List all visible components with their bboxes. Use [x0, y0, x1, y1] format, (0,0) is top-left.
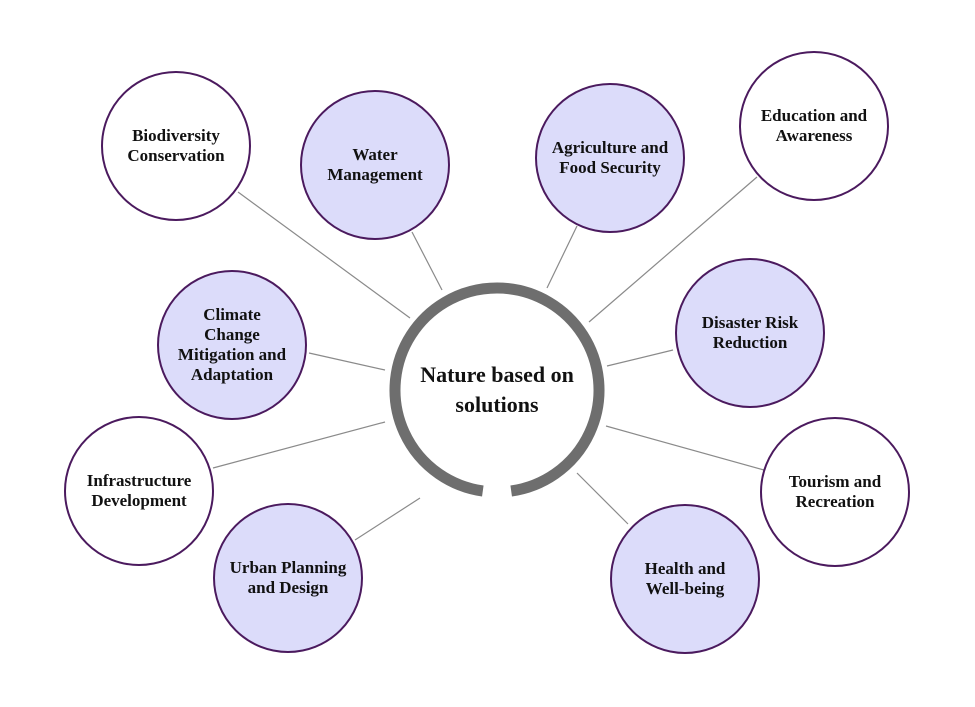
- connector-urban-planning-and-design: [354, 497, 421, 541]
- node-label-line: Water: [352, 145, 398, 164]
- node-circle: [535, 83, 685, 233]
- node-label-line: Mitigation and: [178, 345, 287, 364]
- node-label-line: Recreation: [796, 492, 876, 511]
- node-label-line: Adaptation: [191, 365, 274, 384]
- node-circle: [739, 51, 889, 201]
- connectors: [212, 176, 765, 541]
- node-label-line: Climate: [203, 305, 261, 324]
- node-circle: [101, 71, 251, 221]
- connector-biodiversity-conservation: [237, 191, 411, 319]
- node-label-line: Food Security: [559, 158, 661, 177]
- center-label-line: Nature based on: [420, 362, 574, 387]
- node-circle: [675, 258, 825, 408]
- center-hub: Nature based on solutions: [389, 282, 605, 497]
- connector-tourism-and-recreation: [605, 425, 765, 471]
- node-label-line: Conservation: [127, 146, 225, 165]
- node-circle: [64, 416, 214, 566]
- node-label-line: Change: [204, 325, 260, 344]
- connector-water-management: [411, 231, 443, 291]
- node-circle: [610, 504, 760, 654]
- node-label-line: Education and: [761, 106, 868, 125]
- node-label-line: Disaster Risk: [702, 313, 799, 332]
- node-circle: [760, 417, 910, 567]
- node-label-line: and Design: [248, 578, 329, 597]
- node-label-line: Biodiversity: [132, 126, 220, 145]
- node-label-line: Reduction: [713, 333, 788, 352]
- connector-disaster-risk-reduction: [606, 349, 674, 367]
- node-label-line: Agriculture and: [552, 138, 669, 157]
- node-label-line: Urban Planning: [230, 558, 347, 577]
- node-circle: [157, 270, 307, 420]
- node-label-line: Health and: [645, 559, 726, 578]
- node-circle: [300, 90, 450, 240]
- connector-education-and-awareness: [588, 176, 758, 323]
- connector-infrastructure-development: [212, 421, 386, 469]
- center-ring: [389, 282, 605, 497]
- node-label-line: Management: [327, 165, 423, 184]
- center-label-line: solutions: [455, 392, 539, 417]
- connector-agriculture-and-food-security: [546, 225, 578, 289]
- node-label-line: Awareness: [776, 126, 853, 145]
- node-label-line: Infrastructure: [87, 471, 192, 490]
- node-label-line: Well-being: [646, 579, 725, 598]
- node-label-line: Tourism and: [789, 472, 882, 491]
- connector-health-and-well-being: [576, 472, 629, 525]
- node-label-line: Development: [91, 491, 187, 510]
- node-circle: [213, 503, 363, 653]
- connector-climate-change-mitigation-and-adaptation: [308, 352, 386, 371]
